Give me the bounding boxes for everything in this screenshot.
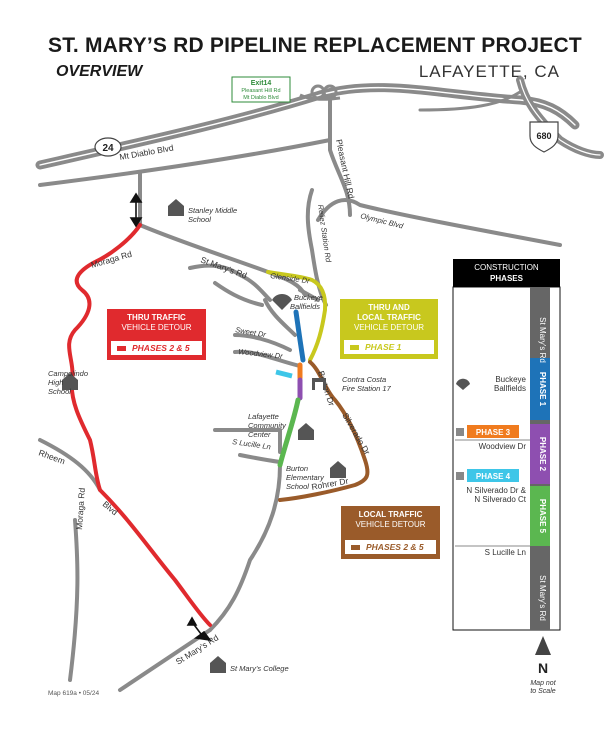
thru-detour-phases-text: PHASES 2 & 5 [132,343,190,353]
burton-school-label-1: Burton [286,464,308,473]
campolindo-label-3: School [48,387,71,396]
legend-phase5-bar [530,486,550,546]
burton-school-label-3: School [286,482,309,491]
local-thru-line2: LOCAL TRAFFIC [357,313,421,322]
highway-680 [418,76,604,159]
thru-detour-line1: THRU TRAFFIC [127,313,186,322]
buckeye-label-2: Ballfields [290,302,320,311]
legend-header: CONSTRUCTION PHASES [453,259,560,287]
local-detour-phases-text: PHASES 2 & 5 [366,542,424,552]
scale-note-2: to Scale [530,688,556,695]
blvd-label: Blvd [101,499,120,517]
local-thru-line3: VEHICLE DETOUR [353,323,425,332]
fire-label-2: Fire Station 17 [342,384,392,393]
route-24-text: 24 [102,143,114,154]
legend-phase3-tag [467,425,519,438]
legend-phase3-label: PHASE 3 [476,428,511,437]
exit-line-3: Mt Diablo Blvd [243,95,278,101]
school-icon [62,199,346,673]
legend-phase5-label: PHASE 5 [538,499,547,534]
legend-silverado-1: N Silverado Dr & [466,486,526,495]
woodview-label: Woodview Dr [238,347,284,361]
thru-detour-route [67,223,212,627]
detour-arrow-south [186,616,212,642]
legend-buckeye-1: Buckeye [495,375,526,384]
swatch [350,345,359,351]
local-thru-phases: PHASE 1 [344,340,434,354]
stanley-label-2: School [188,215,211,224]
ballfield-icon [272,294,292,310]
community-label-2: Community [248,421,287,430]
local-detour-phases: PHASES 2 & 5 [345,540,436,554]
page-subtitle: OVERVIEW [56,63,143,80]
fire-station-icon [312,378,326,390]
legend-phase1-label: PHASE 1 [538,372,547,407]
legend-woodview: Woodview Dr [479,442,527,451]
detour-arrow-north [129,192,143,228]
moraga-rd-south-label: Moraga Rd [74,487,87,530]
local-thru-phases-text: PHASE 1 [365,342,402,352]
local-detour-route [278,360,370,502]
thru-detour-box: THRU TRAFFIC VEHICLE DETOUR PHASES 2 & 5 [107,309,206,360]
swatch [351,545,360,551]
local-detour-box: LOCAL TRAFFIC VEHICLE DETOUR PHASES 2 & … [341,506,440,559]
legend-phase2-bar [530,424,550,484]
local-thru-detour-box: THRU AND LOCAL TRAFFIC VEHICLE DETOUR PH… [340,299,438,359]
north-arrow-icon: N [535,636,551,676]
community-label-3: Center [248,430,271,439]
phase4-marker [275,369,293,379]
community-label-1: Lafayette [248,412,279,421]
scale-note: Map not to Scale [523,680,563,696]
page-title: ST. MARY’S RD PIPELINE REPLACEMENT PROJE… [48,34,582,57]
scale-note-1: Map not [530,680,556,687]
college-label: St Mary’s College [230,664,289,673]
legend-phase4-label: PHASE 4 [476,472,511,481]
local-detour-line1: LOCAL TRAFFIC [358,510,423,519]
legend-phase2-label: PHASE 2 [538,437,547,472]
thru-detour-line2: VEHICLE DETOUR [121,323,192,332]
map-footer: Map 619a • 05/24 [48,690,100,697]
campolindo-label-1: Campolindo [48,369,88,378]
legend-top-road: St Mary’s Rd [538,317,547,363]
silverado-label: Silverado Dr [340,411,372,457]
ballfield-icon [456,378,470,390]
legend-phase1-bar [530,358,550,420]
legend-bottom-road: St Mary’s Rd [538,575,547,621]
route-24-shield: 24 [94,137,122,157]
swatch [117,346,126,352]
phase-legend [452,286,561,631]
local-detour-line2: VEHICLE DETOUR [355,520,426,529]
reliez-label: Reliez Station Rd [316,204,333,263]
legend-header-line2: PHASES [490,274,523,283]
buckeye-label-1: Buckeye [294,293,323,302]
legend-phase4-tag [467,469,519,482]
legend-lucille: S Lucille Ln [485,548,526,557]
stanley-label-1: Stanley Middle [188,206,237,215]
legend-header-line1: CONSTRUCTION [474,263,539,272]
exit-number: Exit14 [251,80,272,87]
burton-school-label-2: Elementary [286,473,325,482]
route-680-text: 680 [536,131,551,141]
local-thru-detour-route [266,270,328,362]
route-680-shield: 680 [529,121,559,153]
legend-buckeye-2: Ballfields [494,384,526,393]
construction-phases [277,309,306,468]
s-lucille-label: S Lucille Ln [232,437,272,451]
fire-label-1: Contra Costa [342,375,386,384]
campolindo-label-2: High [48,378,63,387]
north-letter: N [538,660,548,676]
thru-detour-phases: PHASES 2 & 5 [111,341,202,355]
exit-line-2: Pleasant Hill Rd [241,88,280,94]
legend-silverado-2: N Silverado Ct [474,495,526,504]
exit-sign: Exit14 Pleasant Hill Rd Mt Diablo Blvd [231,76,291,103]
local-thru-line1: THRU AND [368,303,410,312]
city-label: LAFAYETTE, CA [418,62,560,81]
